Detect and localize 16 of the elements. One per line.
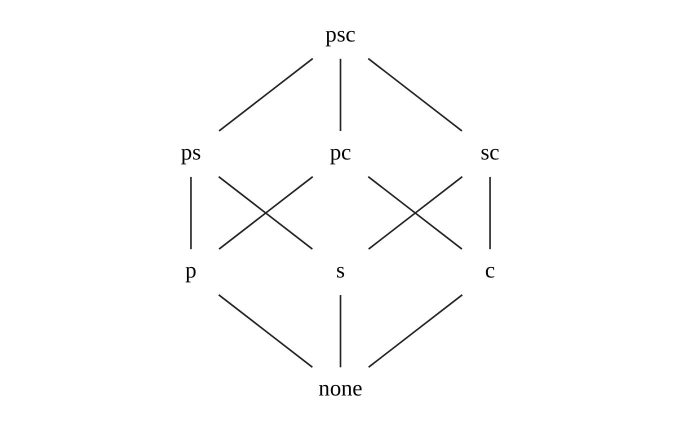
node-text: c — [485, 258, 496, 283]
connector — [368, 294, 463, 368]
connector — [368, 58, 462, 132]
node-text: p — [185, 258, 197, 283]
connector — [340, 295, 342, 368]
connector — [340, 58, 342, 132]
connector — [489, 176, 491, 250]
node-text: s — [336, 258, 345, 283]
node-text: sc — [480, 139, 500, 164]
connector — [218, 294, 313, 368]
connector — [190, 176, 192, 250]
connector — [218, 58, 314, 132]
node-text: ps — [180, 139, 202, 164]
node-text: none — [318, 376, 362, 401]
node-text: psc — [325, 21, 356, 46]
node-text: pc — [330, 139, 352, 164]
